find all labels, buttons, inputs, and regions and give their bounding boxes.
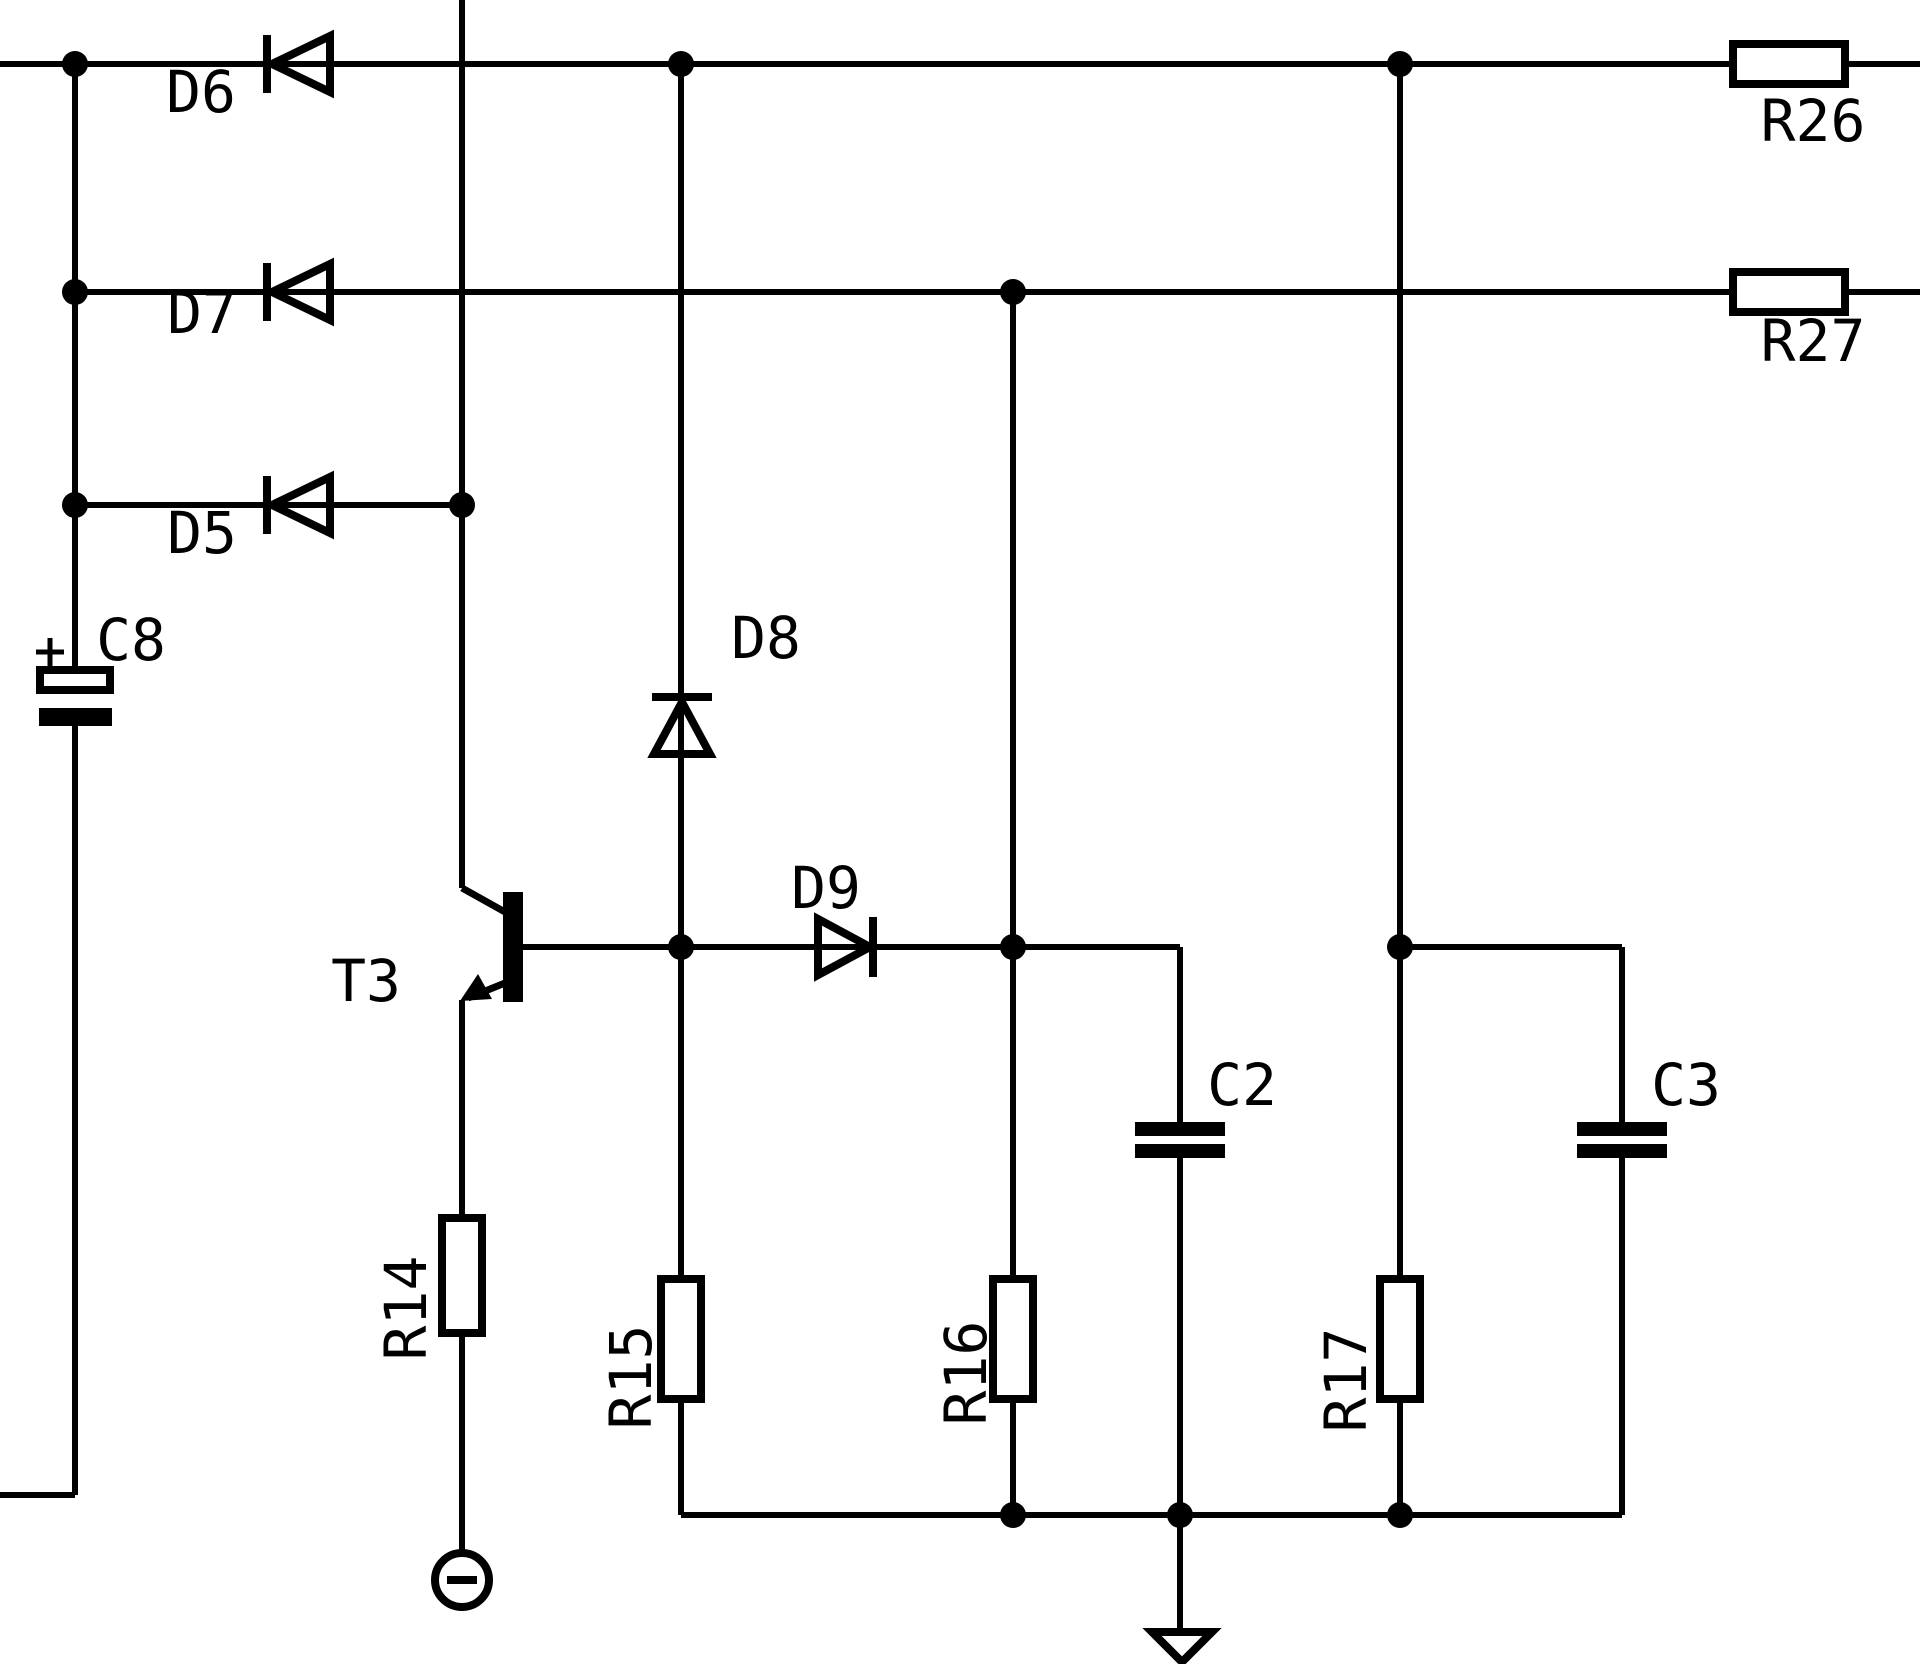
- label-group: D6 D7 D5 C8 D8 D9 T3 C2 C3 R26 R27 R14 R…: [96, 58, 1865, 1432]
- diode-D8: [647, 693, 717, 758]
- junction-dot: [1167, 1502, 1193, 1528]
- diode-triangle: [814, 912, 879, 982]
- capacitor-positive-plate: [36, 666, 114, 694]
- junction-dot: [1387, 51, 1413, 77]
- junction-dot: [668, 51, 694, 77]
- diode-D5: [262, 470, 334, 540]
- junction-dot: [449, 492, 475, 518]
- capacitor-negative-plate: [39, 708, 112, 726]
- ground-triangle-icon: [1142, 1628, 1222, 1664]
- transistor-emitter-arrow: [460, 974, 492, 1001]
- label-R17: R17: [1312, 1328, 1380, 1433]
- transistor-base-bar: [503, 892, 523, 1002]
- plus-polarity-mark: [36, 638, 64, 666]
- label-C8: C8: [96, 606, 166, 674]
- transistor-T3: [460, 884, 523, 1002]
- capacitor-C2: [1135, 1122, 1225, 1158]
- resistor-R27: [1729, 268, 1849, 316]
- junction-dot: [62, 279, 88, 305]
- capacitor-C3: [1577, 1122, 1667, 1158]
- label-D9: D9: [791, 854, 861, 922]
- resistor-R17: [1376, 1275, 1424, 1403]
- label-R14: R14: [372, 1256, 440, 1361]
- diode-triangle: [262, 257, 334, 327]
- junction-dot: [1000, 1502, 1026, 1528]
- label-C2: C2: [1207, 1051, 1277, 1119]
- capacitor-plate: [1135, 1144, 1225, 1158]
- capacitor-C8-electrolytic: [36, 638, 114, 726]
- diode-triangle: [647, 693, 717, 758]
- transistor-collector-lead: [460, 884, 507, 916]
- negative-supply-terminal: [431, 1549, 493, 1611]
- junction-dot: [1000, 934, 1026, 960]
- label-D7: D7: [167, 279, 237, 347]
- label-D5: D5: [167, 499, 237, 567]
- junction-dot: [62, 492, 88, 518]
- resistor-R16: [989, 1275, 1037, 1403]
- junction-dot: [62, 51, 88, 77]
- junction-dot: [668, 934, 694, 960]
- capacitor-plate: [1577, 1144, 1667, 1158]
- capacitor-plate: [1577, 1122, 1667, 1136]
- label-D6: D6: [166, 58, 236, 126]
- diode-triangle: [262, 470, 334, 540]
- label-R15: R15: [597, 1325, 665, 1430]
- resistor-R15: [657, 1275, 705, 1403]
- label-R16: R16: [932, 1321, 1000, 1426]
- label-C3: C3: [1651, 1051, 1721, 1119]
- diode-D6: [262, 29, 334, 99]
- ground-terminal: [1142, 1628, 1222, 1664]
- junction-dot: [1387, 934, 1413, 960]
- diode-D9: [814, 912, 879, 982]
- label-R27: R27: [1761, 307, 1866, 375]
- label-R26: R26: [1761, 87, 1866, 155]
- capacitor-plate: [1135, 1122, 1225, 1136]
- junction-dot: [1000, 279, 1026, 305]
- junction-dot: [1387, 1502, 1413, 1528]
- label-D8: D8: [731, 604, 801, 672]
- junction-dots: [62, 51, 1413, 1528]
- resistor-R14: [438, 1214, 486, 1337]
- resistor-group: [438, 40, 1849, 1403]
- diode-D7: [262, 257, 334, 327]
- label-T3: T3: [331, 947, 401, 1015]
- diode-group: [262, 29, 879, 982]
- diode-triangle: [262, 29, 334, 99]
- resistor-R26: [1729, 40, 1849, 88]
